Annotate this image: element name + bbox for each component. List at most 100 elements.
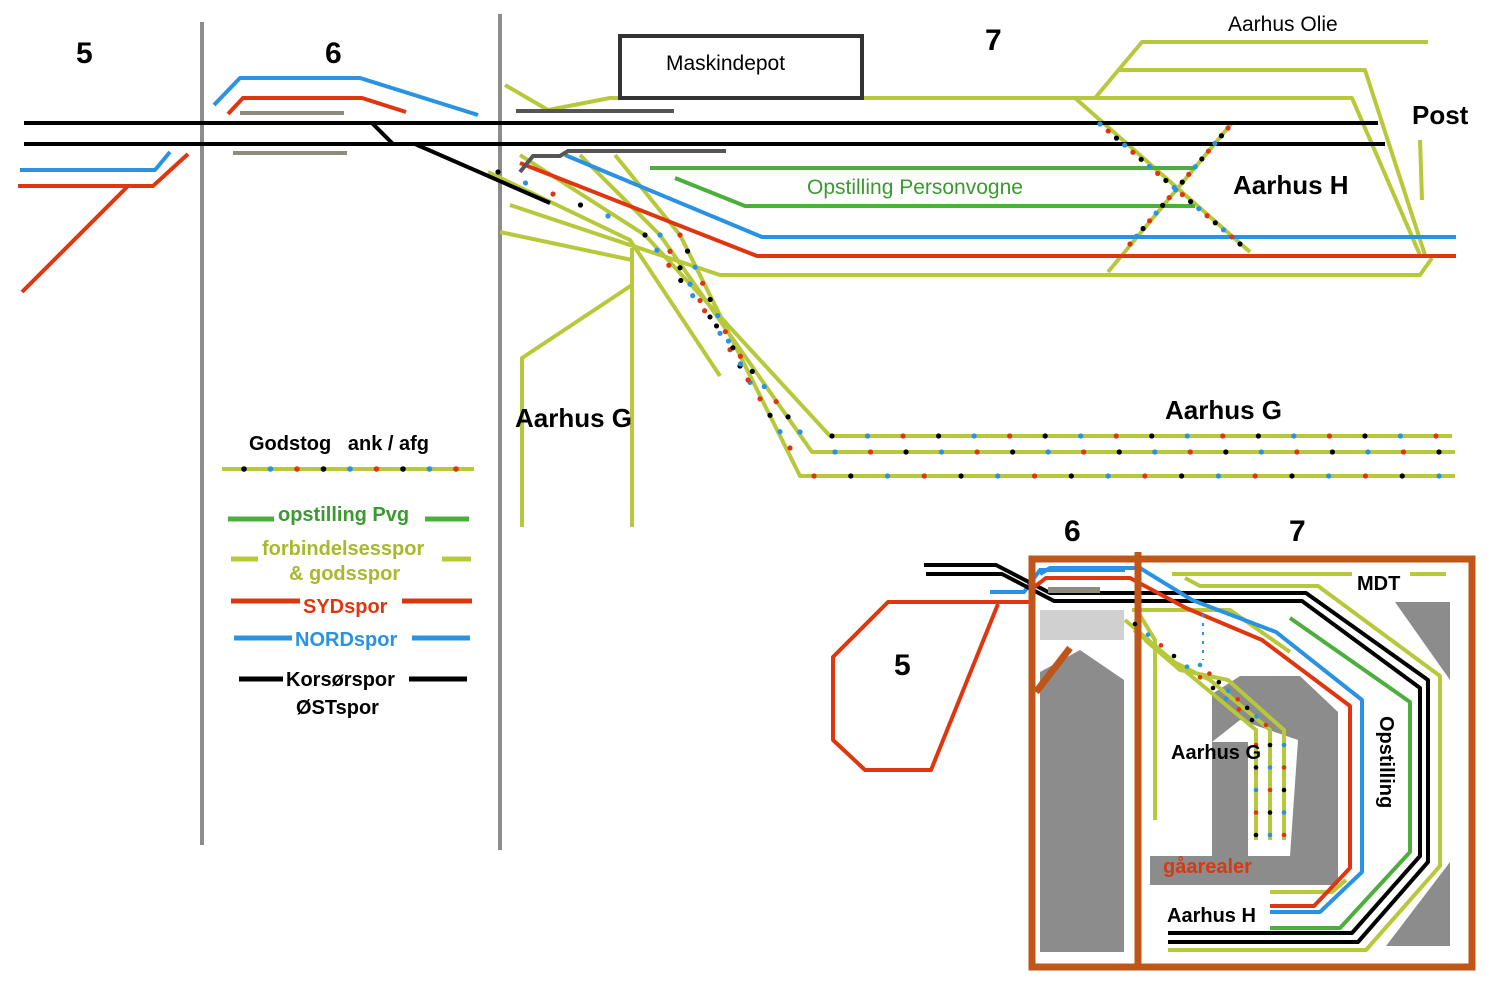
track-dot <box>1138 156 1144 162</box>
inset-black-2 <box>926 572 1422 935</box>
track-dot <box>1362 473 1369 479</box>
red-tracks <box>18 96 1456 294</box>
track-dot <box>1205 148 1211 154</box>
track-dot <box>347 466 353 472</box>
track-dot <box>1186 171 1192 177</box>
track-dot <box>677 232 683 238</box>
track-dot <box>1253 787 1259 793</box>
track-dot <box>1145 632 1151 637</box>
inset-olive-vertical <box>1136 610 1157 820</box>
track-dot <box>1160 202 1166 208</box>
track-dot <box>1399 473 1405 479</box>
track-dot <box>935 433 942 439</box>
track-dot <box>1133 233 1140 239</box>
inset-olive-connector <box>1132 608 1292 654</box>
track-dot <box>1223 696 1229 701</box>
inset-gaarealer-label: gåarealer <box>1163 855 1252 878</box>
track-dot <box>1436 473 1442 479</box>
track-dot <box>787 445 793 451</box>
track-dot <box>241 466 247 472</box>
inset-number-7: 7 <box>1289 515 1306 548</box>
track-dot <box>1218 133 1225 139</box>
track-dot <box>767 412 773 418</box>
inset-blue <box>1038 566 1364 914</box>
track-dot <box>1187 449 1193 455</box>
blue-nord-6 <box>212 76 479 117</box>
track-dot <box>1365 449 1371 455</box>
track-dot <box>958 473 964 479</box>
track-dot <box>1010 449 1016 455</box>
track-dot <box>1042 433 1048 439</box>
track-dot <box>1192 164 1198 170</box>
track-dot <box>1081 449 1087 455</box>
track-dot <box>577 202 584 208</box>
olive-tracks <box>487 40 1455 527</box>
legend-godstog-dots <box>241 466 459 472</box>
red-syd-branch <box>20 184 130 294</box>
aarhus-olie-label: Aarhus Olie <box>1228 13 1338 36</box>
track-dot <box>1223 449 1229 455</box>
track-dot <box>267 466 274 472</box>
track-dot <box>1116 449 1122 455</box>
track-dot <box>1220 433 1226 439</box>
track-dot <box>974 449 980 455</box>
track-dot <box>1281 765 1287 770</box>
track-dot <box>864 433 871 439</box>
track-dot <box>1225 688 1231 694</box>
track-dot <box>1179 179 1185 185</box>
track-dot <box>1155 170 1161 177</box>
track-dot <box>700 280 706 286</box>
track-dot <box>1255 433 1261 439</box>
olive-post-inner-track <box>1075 96 1422 256</box>
track-dot <box>971 433 977 439</box>
track-dot <box>1179 473 1185 479</box>
legend-godsspor: & godsspor <box>289 563 400 585</box>
track-dot <box>654 247 660 253</box>
track-dot <box>1244 705 1250 711</box>
inset-number-5: 5 <box>894 649 911 682</box>
track-dot <box>1113 135 1120 141</box>
track-dot <box>684 248 691 254</box>
legend: Godstog ank / afg opstilling Pvg forbind… <box>222 433 474 719</box>
track-dot <box>657 232 663 238</box>
track-dot <box>1236 707 1242 712</box>
track-dot <box>777 429 783 435</box>
track-dot <box>1147 218 1153 224</box>
green-opstilling-lower <box>674 176 1195 208</box>
track-dot <box>1281 810 1287 815</box>
track-dot <box>1220 227 1227 233</box>
track-dot <box>1163 177 1169 184</box>
track-dot <box>1140 225 1146 232</box>
track-dot <box>1281 832 1287 838</box>
track-dot <box>1173 187 1179 193</box>
track-dot <box>666 262 672 268</box>
red-syd-main <box>519 161 1456 258</box>
track-dot <box>1007 433 1013 439</box>
track-dot <box>1235 696 1241 702</box>
inset-black-1 <box>924 563 1430 944</box>
track-dot <box>1212 140 1218 147</box>
track-dot <box>1097 121 1103 127</box>
track-dot <box>453 466 459 472</box>
section-number-7: 7 <box>985 24 1002 57</box>
track-dot <box>690 293 696 299</box>
inset-block-center-inner <box>1212 742 1248 856</box>
track-dot <box>1146 163 1153 169</box>
track-dot <box>1149 433 1155 439</box>
track-dot <box>867 449 874 455</box>
track-dot <box>773 399 779 405</box>
track-dot <box>797 429 803 435</box>
track-dot <box>1267 810 1273 815</box>
section-dividers <box>200 14 502 850</box>
track-dot <box>707 314 713 320</box>
track-dot <box>1197 662 1203 668</box>
track-dot <box>495 169 501 175</box>
freight-dots <box>495 121 1442 479</box>
track-dot <box>1152 449 1158 455</box>
track-dot <box>1237 241 1243 247</box>
track-dot <box>761 383 767 390</box>
inset-olive-outer <box>1168 576 1442 952</box>
green-tracks <box>650 166 1195 208</box>
track-dot <box>938 449 945 455</box>
